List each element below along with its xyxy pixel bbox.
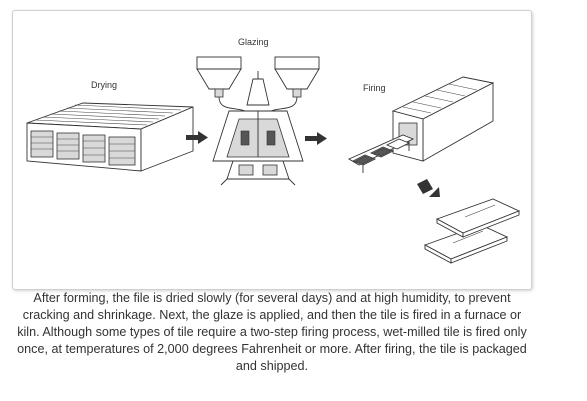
drying-stage: Drying <box>26 80 194 172</box>
firing-label: Firing <box>363 83 386 93</box>
arrow-drying-to-glazing <box>186 131 208 144</box>
glazing-label: Glazing <box>238 37 269 47</box>
tile-process-illustration: Drying <box>26 37 521 264</box>
firing-stage: Firing <box>348 76 495 173</box>
finished-tiles <box>423 198 521 264</box>
process-diagram: Drying <box>12 10 532 290</box>
glazing-machine <box>196 56 320 186</box>
kiln <box>348 76 495 173</box>
glazing-stage: Glazing <box>196 37 320 186</box>
arrow-firing-to-packaging <box>417 179 440 197</box>
arrow-glazing-to-firing <box>305 132 327 145</box>
drying-chamber <box>26 102 194 172</box>
drying-label: Drying <box>91 80 117 90</box>
figure-caption: After forming, the file is dried slowly … <box>17 291 527 373</box>
tiles-on-conveyor <box>351 138 411 166</box>
tile-racks <box>30 130 136 166</box>
